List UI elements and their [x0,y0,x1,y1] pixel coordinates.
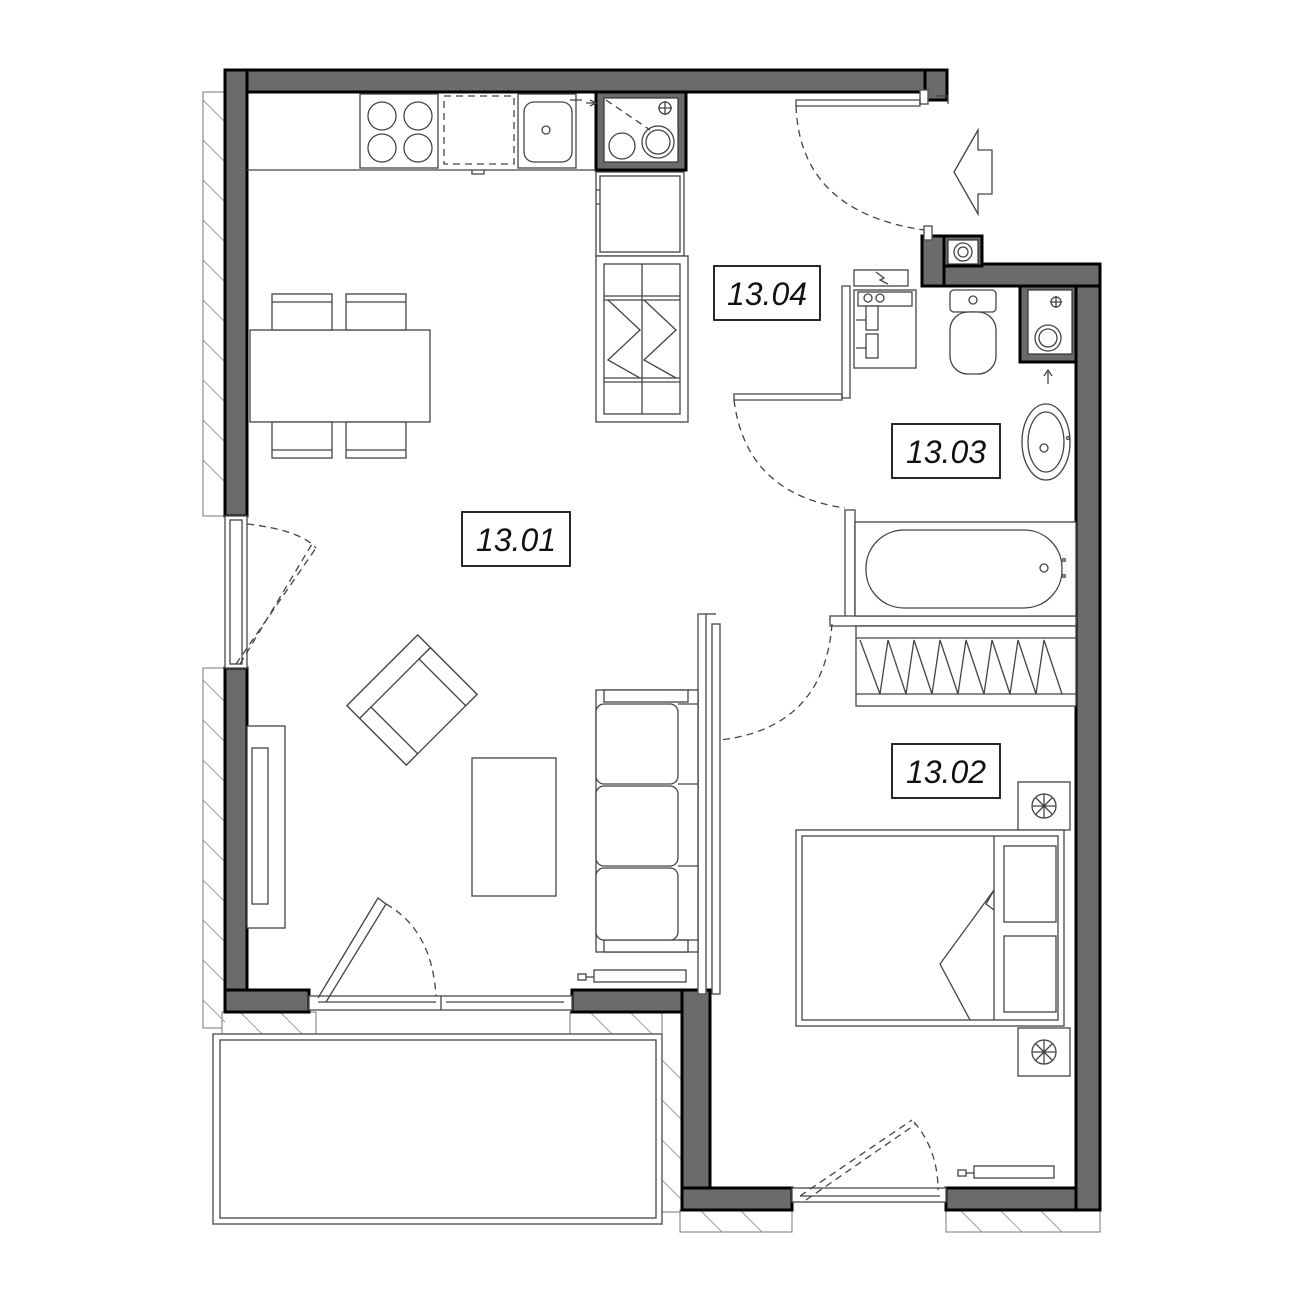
tv-unit [246,725,286,929]
walls [223,68,1102,1212]
partitions [697,89,1077,995]
svg-text:13.04: 13.04 [727,276,807,312]
bedroom-window [791,1119,947,1203]
svg-text:13.02: 13.02 [906,754,986,790]
toilet [949,289,997,375]
room-label-13-04: 13.04 [713,265,821,321]
bedroom-door [719,623,833,741]
bathtub [854,521,1077,617]
coffee-table [471,757,557,897]
room-label-13-03: 13.03 [891,423,1001,479]
room-label-13-01: 13.01 [461,511,571,567]
entrance-shaft [942,234,984,268]
washbasin [1021,403,1071,481]
entrance-arrow-icon [953,127,993,217]
double-bed [795,829,1065,1027]
entrance-door [795,95,949,231]
radiators [577,969,1055,1179]
shaft-symbols [586,99,1062,384]
svg-text:13.01: 13.01 [476,522,556,558]
armchair [346,634,478,766]
balcony-slab [219,1039,657,1219]
living-balcony-door [308,897,573,1011]
wardrobe [855,625,1077,707]
bathroom-door [733,393,846,509]
dining-table [249,293,431,459]
washing-machine [853,269,917,369]
svg-text:13.03: 13.03 [906,434,986,470]
fridge [595,171,685,257]
nightstands [1017,781,1071,1077]
kitchen-counter [247,93,596,175]
balcony [212,1033,663,1225]
kitchen-cabinet [595,255,689,423]
left-balcony-door [224,515,317,669]
sofa [595,689,699,953]
room-label-13-02: 13.02 [891,743,1001,799]
